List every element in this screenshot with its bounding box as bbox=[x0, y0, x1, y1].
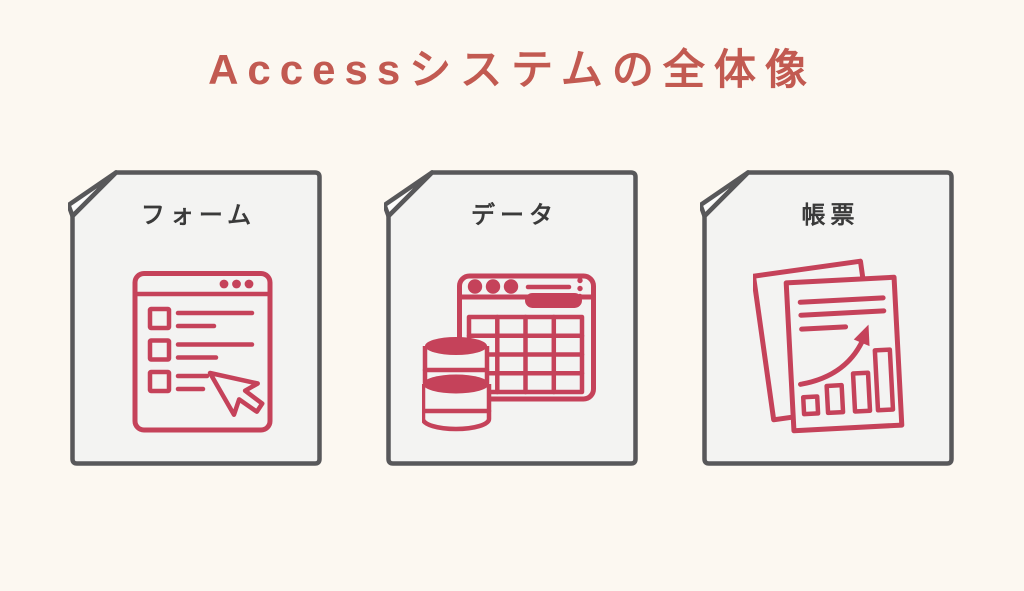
form-window-cursor-icon bbox=[132, 271, 273, 433]
database-cylinder-front-icon bbox=[422, 374, 492, 432]
card-data-label: データ bbox=[471, 202, 558, 229]
report-chart-icon bbox=[753, 258, 905, 434]
folded-corner-icon bbox=[384, 170, 435, 219]
card-data: データ bbox=[384, 168, 640, 468]
cursor-arrow-icon bbox=[207, 370, 265, 417]
card-report: 帳票 bbox=[700, 168, 956, 468]
bar-2 bbox=[824, 382, 846, 416]
front-page-icon bbox=[783, 274, 905, 434]
card-form: フォーム bbox=[68, 168, 324, 468]
card-report-label: 帳票 bbox=[801, 202, 860, 229]
card-form-label: フォーム bbox=[140, 202, 257, 229]
bar-1 bbox=[800, 394, 821, 417]
bar-4 bbox=[872, 347, 896, 413]
database-table-icon bbox=[422, 273, 596, 432]
cards-row: フォーム データ bbox=[0, 168, 1024, 468]
page-title: Accessシステムの全体像 bbox=[208, 46, 816, 93]
folded-corner-icon bbox=[68, 170, 119, 219]
bar-3 bbox=[850, 370, 873, 414]
folded-corner-icon bbox=[700, 170, 751, 219]
